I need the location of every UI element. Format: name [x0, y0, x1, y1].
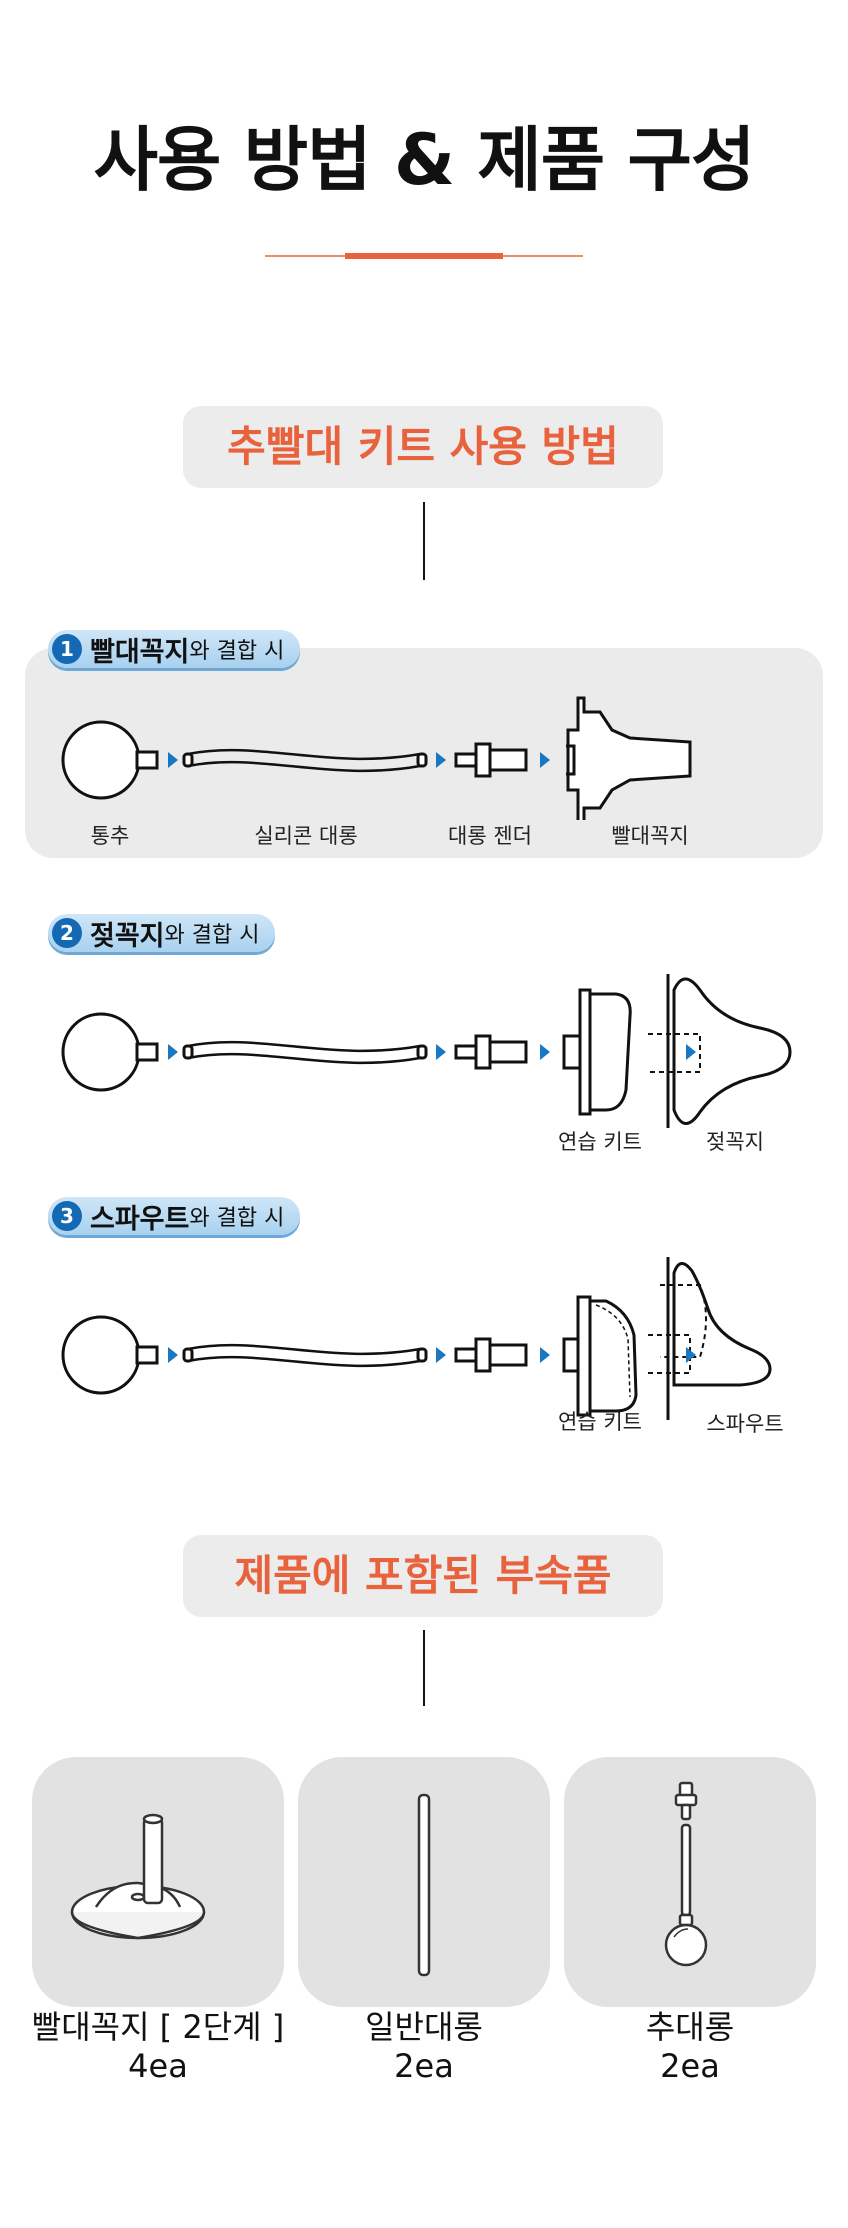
tube-gender-icon: [454, 1337, 528, 1373]
weighted-tube-icon: [664, 1781, 708, 1967]
connector-line: [423, 1630, 425, 1706]
step1-diagram: [61, 696, 692, 820]
step-title: 젖꼭지: [90, 920, 165, 952]
step3-badge: 3 스파우트 와 결합 시: [48, 1197, 301, 1235]
product-card-straight-tube: [298, 1757, 550, 2007]
step-title: 스파우트: [90, 1203, 190, 1235]
product-name: 빨대꼭지 [ 2단계 ]: [31, 2008, 285, 2046]
label-weight: 통추: [90, 824, 130, 848]
step2-badge: 2 젖꼭지 와 결합 시: [48, 914, 276, 952]
label-tube-gender: 대롱 젠더: [448, 824, 532, 848]
product-qty: 4ea: [128, 2047, 188, 2085]
label-straw-nipple: 빨대꼭지: [611, 824, 689, 848]
connector-line: [423, 502, 425, 580]
product-card-weighted-tube: [564, 1757, 816, 2007]
weight-ball-icon: [61, 1012, 159, 1092]
product-qty: 2ea: [660, 2047, 720, 2085]
step-number: 3: [52, 1201, 82, 1231]
product-name: 일반대롱: [365, 2008, 483, 2046]
weight-ball-icon: [61, 1315, 159, 1395]
product-card-straw-nipple: [32, 1757, 284, 2007]
silicone-tube-icon: [182, 748, 428, 773]
nipple-icon: [648, 974, 792, 1128]
label-nipple: 젖꼭지: [706, 1130, 764, 1154]
product-qty: 2ea: [394, 2047, 454, 2085]
step-suffix: 와 결합 시: [189, 1206, 285, 1231]
step-title: 빨대꼭지: [90, 636, 190, 668]
weight-ball-icon: [61, 720, 159, 800]
step-number: 2: [52, 918, 82, 948]
usage-heading: 추빨대 키트 사용 방법: [227, 422, 619, 471]
practice-kit-icon: [562, 988, 632, 1116]
arrow-icon: [168, 1347, 178, 1363]
tube-gender-icon: [454, 1034, 528, 1070]
step2-diagram: [61, 974, 792, 1128]
arrow-icon: [436, 1347, 446, 1363]
spout-icon: [648, 1257, 772, 1420]
tube-gender-icon: [454, 742, 528, 778]
arrow-icon: [436, 752, 446, 768]
arrow-icon: [168, 752, 178, 768]
page-title: 사용 방법 & 제품 구성: [93, 119, 756, 201]
arrow-icon: [540, 1044, 550, 1060]
contents-heading-pill: 제품에 포함된 부속품: [183, 1535, 663, 1617]
usage-heading-pill: 추빨대 키트 사용 방법: [183, 406, 663, 488]
step-suffix: 와 결합 시: [164, 923, 260, 948]
step-suffix: 와 결합 시: [189, 639, 285, 664]
practice-kit-icon: [562, 1295, 638, 1417]
silicone-tube-icon: [182, 1343, 428, 1368]
arrow-icon: [540, 752, 550, 768]
step3-diagram: [61, 1257, 772, 1420]
label-practice-kit: 연습 키트: [558, 1130, 642, 1154]
product-name: 추대롱: [645, 2008, 735, 2046]
straw-nipple-icon: [566, 696, 692, 820]
arrow-icon: [168, 1044, 178, 1060]
arrow-icon: [540, 1347, 550, 1363]
silicone-tube-icon: [182, 1040, 428, 1065]
label-spout: 스파우트: [706, 1412, 784, 1436]
straight-tube-icon: [417, 1793, 431, 1977]
arrow-icon: [436, 1044, 446, 1060]
straw-nipple-icon: [70, 1813, 206, 1940]
title-underline-accent: [345, 253, 503, 259]
step-number: 1: [52, 634, 82, 664]
label-silicone-tube: 실리콘 대롱: [254, 824, 358, 848]
contents-heading: 제품에 포함된 부속품: [234, 1551, 612, 1600]
step1-badge: 1 빨대꼭지 와 결합 시: [48, 630, 301, 668]
label-practice-kit: 연습 키트: [558, 1410, 642, 1434]
